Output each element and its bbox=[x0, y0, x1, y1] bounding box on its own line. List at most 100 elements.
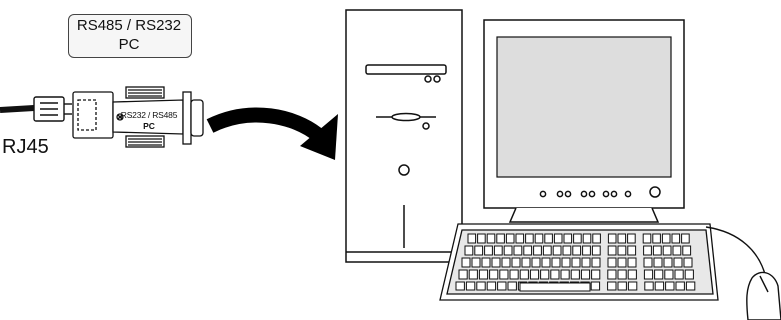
rj45-label: RJ45 bbox=[2, 136, 49, 158]
keyboard-key bbox=[607, 281, 617, 291]
keyboard-key bbox=[662, 245, 672, 256]
keyboard-key bbox=[541, 257, 551, 268]
keyboard-key bbox=[685, 281, 696, 291]
keyboard-key bbox=[674, 269, 684, 280]
keyboard-key bbox=[590, 281, 601, 291]
keyboard-key bbox=[497, 281, 507, 291]
keyboard-key bbox=[521, 257, 531, 268]
keyboard-key bbox=[661, 233, 671, 244]
keyboard-key bbox=[553, 233, 563, 244]
keyboard-key bbox=[672, 245, 682, 256]
keyboard-key bbox=[523, 245, 533, 256]
keyboard-key bbox=[681, 233, 690, 244]
adapter-body-sublabel: PC bbox=[143, 121, 155, 131]
keyboard-key bbox=[455, 281, 465, 291]
keyboard-key bbox=[477, 233, 486, 244]
keyboard-key bbox=[503, 245, 513, 256]
keyboard-key bbox=[571, 257, 581, 268]
keyboard-key bbox=[474, 245, 484, 256]
keyboard-key bbox=[643, 245, 652, 256]
keyboard-key bbox=[673, 257, 683, 268]
keyboard-key bbox=[486, 281, 497, 291]
keyboard-key bbox=[468, 269, 478, 280]
keyboard-key bbox=[643, 269, 654, 280]
keyboard-key bbox=[642, 233, 652, 244]
keyboard-key bbox=[652, 245, 662, 256]
keyboard-key bbox=[617, 245, 627, 256]
keyboard-key bbox=[471, 257, 481, 268]
keyboard-key bbox=[592, 233, 601, 244]
keyboard-key bbox=[478, 269, 489, 280]
keyboard-key bbox=[491, 257, 501, 268]
keyboard-key bbox=[627, 245, 637, 256]
keyboard-key bbox=[652, 233, 661, 244]
keyboard-key bbox=[507, 281, 517, 291]
pc-tower-icon bbox=[345, 9, 463, 263]
keyboard-key bbox=[684, 269, 694, 280]
keyboard-key bbox=[519, 269, 529, 280]
keyboard-key bbox=[664, 269, 674, 280]
keyboard-key bbox=[582, 233, 592, 244]
keyboard-key bbox=[617, 257, 627, 268]
keyboard-key bbox=[580, 269, 591, 280]
keyboard-key bbox=[476, 281, 486, 291]
curved-arrow-icon bbox=[206, 107, 338, 160]
adapter-body-label: RS232 / RS485 bbox=[120, 110, 178, 120]
keyboard-key bbox=[533, 245, 542, 256]
keyboard-key bbox=[529, 269, 540, 280]
keyboard-key bbox=[591, 257, 601, 268]
keyboard-key bbox=[627, 281, 638, 291]
adapter-tag-line1: RS485 / RS232 bbox=[76, 17, 182, 34]
keyboard-key bbox=[486, 233, 496, 244]
keyboard-key bbox=[509, 269, 519, 280]
keyboard-key bbox=[607, 257, 617, 268]
keyboard-key bbox=[582, 245, 591, 256]
keyboard-key bbox=[570, 269, 580, 280]
keyboard-key bbox=[572, 245, 582, 256]
rs232-rs485-adapter-icon bbox=[72, 86, 204, 148]
rj45-plug-icon bbox=[0, 96, 72, 122]
keyboard-key bbox=[465, 281, 476, 291]
keyboard-key bbox=[513, 245, 523, 256]
keyboard-key bbox=[573, 233, 582, 244]
keyboard-key bbox=[544, 233, 553, 244]
keyboard-key bbox=[505, 233, 515, 244]
keyboard-key bbox=[683, 257, 693, 268]
keyboard-key bbox=[627, 257, 637, 268]
keyboard-key bbox=[581, 257, 591, 268]
keyboard-key bbox=[525, 233, 534, 244]
keyboard-key bbox=[551, 257, 561, 268]
keyboard-key bbox=[643, 257, 653, 268]
keyboard-key bbox=[481, 257, 491, 268]
keyboard-key bbox=[607, 233, 617, 244]
keyboard-key bbox=[591, 245, 601, 256]
keyboard-key bbox=[501, 257, 511, 268]
keyboard-key bbox=[591, 269, 601, 280]
keyboard-key bbox=[496, 233, 505, 244]
keyboard-key bbox=[607, 269, 617, 280]
keyboard-key bbox=[653, 257, 663, 268]
keyboard-key bbox=[493, 245, 503, 256]
keyboard-key bbox=[542, 245, 552, 256]
mouse-icon bbox=[705, 226, 781, 320]
keyboard-key bbox=[540, 269, 550, 280]
keyboard-key bbox=[627, 233, 636, 244]
keyboard-key bbox=[617, 269, 627, 280]
keyboard-key bbox=[552, 245, 562, 256]
keyboard-icon bbox=[439, 223, 719, 301]
keyboard-key bbox=[560, 269, 570, 280]
adapter-tag-line2: PC bbox=[118, 36, 140, 53]
keyboard-key bbox=[654, 281, 665, 291]
keyboard-key bbox=[515, 233, 525, 244]
keyboard-key bbox=[561, 257, 571, 268]
adapter-tag bbox=[68, 14, 192, 58]
keyboard-key bbox=[499, 269, 509, 280]
crt-monitor-icon bbox=[483, 19, 685, 223]
keyboard-key bbox=[617, 281, 627, 291]
keyboard-key bbox=[663, 257, 673, 268]
keyboard-key bbox=[675, 281, 685, 291]
keyboard-key bbox=[671, 233, 681, 244]
keyboard-key bbox=[511, 257, 521, 268]
